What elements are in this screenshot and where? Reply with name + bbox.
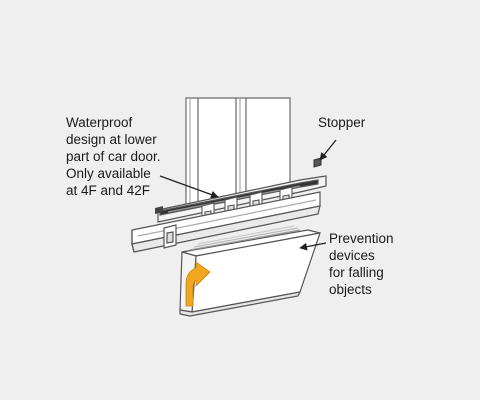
waterproof-leader-line [159,175,219,199]
door-sill-rail [157,175,327,223]
stopper-part [313,157,322,168]
prevention-device [179,225,321,317]
prevention-leader-line [299,242,327,251]
orange-curved-arrow [185,261,211,307]
support-beam [131,191,321,253]
prevention-devices-label: Prevention devices for falling objects [329,231,394,297]
rail-end-marker [155,206,163,214]
stopper-leader-line [319,139,337,161]
stopper-label: Stopper [318,115,366,130]
waterproof-design-label: Waterproof design at lower part of car d… [66,115,161,198]
